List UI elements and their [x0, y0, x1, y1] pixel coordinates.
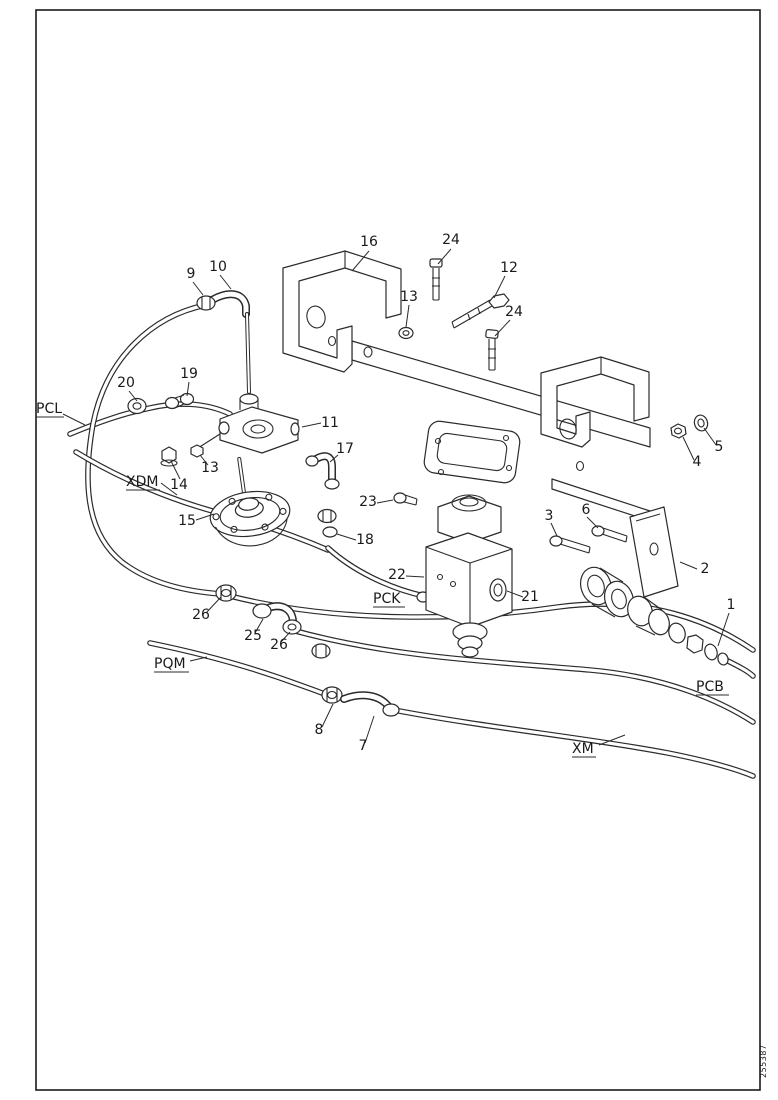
callout-25: 25 — [244, 628, 262, 644]
nut-4 — [670, 423, 687, 439]
callout-5: 5 — [715, 439, 724, 455]
callout-8: 8 — [315, 722, 324, 738]
bolt-24-right — [485, 328, 499, 371]
page-border — [35, 9, 761, 1091]
callout-9: 9 — [187, 266, 196, 282]
callout-11: 11 — [321, 415, 339, 431]
callout-14: 14 — [170, 477, 188, 493]
fitting-18 — [317, 508, 338, 538]
ref-label-xdm: XDM — [126, 474, 158, 490]
bracket-right — [540, 356, 650, 448]
ref-label-pcb: PCB — [696, 679, 724, 695]
solenoid-assembly-1 — [579, 566, 729, 666]
callout-26a: 26 — [192, 607, 210, 623]
fitting-19 — [164, 392, 195, 410]
fitting-on-middle-hose — [311, 643, 331, 659]
nut-14 — [160, 446, 178, 467]
doc-number: 255387 — [759, 1044, 768, 1078]
leader-lines — [62, 248, 730, 746]
callout-26b: 26 — [270, 637, 288, 653]
ref-label-xm: XM — [572, 741, 594, 757]
callout-24b: 24 — [505, 304, 523, 320]
callout-21: 21 — [521, 589, 539, 605]
pck-valve — [416, 494, 513, 658]
callout-3: 3 — [545, 508, 554, 524]
washer-5 — [693, 414, 709, 432]
fitting-8 — [321, 686, 343, 704]
callout-2: 2 — [701, 561, 710, 577]
ref-label-pcl: PCL — [36, 401, 62, 417]
callout-numbers: 16 24 12 13 24 9 10 20 19 11 17 13 14 15… — [117, 232, 735, 754]
fitting-20 — [127, 397, 147, 415]
callout-15: 15 — [178, 513, 196, 529]
fitting-23 — [393, 492, 418, 506]
callout-23: 23 — [359, 494, 377, 510]
callout-4: 4 — [693, 454, 702, 470]
callout-19: 19 — [180, 366, 198, 382]
elbow-7 — [340, 691, 400, 717]
elbow-17 — [305, 452, 340, 490]
callout-13b: 13 — [201, 460, 219, 476]
callout-16: 16 — [360, 234, 378, 250]
callout-10: 10 — [209, 259, 227, 275]
callout-17: 17 — [336, 441, 354, 457]
nut-13-lower — [190, 444, 204, 458]
bolt-6 — [591, 525, 628, 543]
reference-labels: PCL XDM PQM PCK PCB XM — [36, 401, 729, 758]
bracket-plate-2 — [629, 506, 679, 598]
hose-lines — [67, 302, 756, 779]
ref-label-pck: PCK — [373, 591, 401, 607]
callout-18: 18 — [356, 532, 374, 548]
valve-11 — [197, 393, 300, 454]
elbow-fitting-9-10 — [196, 290, 251, 394]
flange-15 — [209, 456, 291, 547]
callout-22: 22 — [388, 567, 406, 583]
washer-13-top — [398, 326, 414, 340]
bracket-left — [282, 250, 402, 373]
bolt-24-left — [429, 258, 443, 301]
callout-6: 6 — [582, 502, 591, 518]
callout-7: 7 — [359, 738, 368, 754]
callout-24a: 24 — [442, 232, 460, 248]
callout-12: 12 — [500, 260, 518, 276]
bolt-3 — [549, 535, 591, 554]
cover-plate — [423, 420, 521, 484]
callout-13a: 13 — [400, 289, 418, 305]
elbow-25-26 — [252, 602, 302, 635]
screw-12 — [451, 293, 510, 329]
callout-1: 1 — [727, 597, 736, 613]
callout-20: 20 — [117, 375, 135, 391]
ref-label-pqm: PQM — [154, 656, 186, 672]
